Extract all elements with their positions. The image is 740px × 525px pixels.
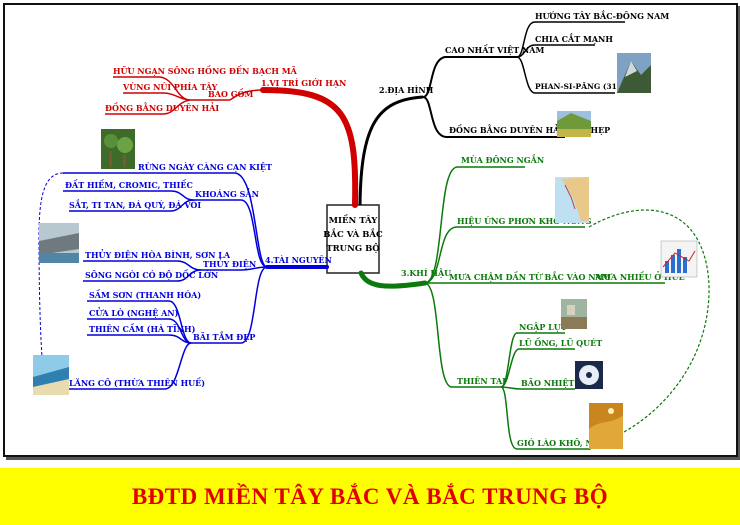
mineral-item-2[interactable]: SẮT, TI TAN, ĐÁ QUÝ, ĐÁ VÔI	[69, 200, 201, 210]
khihau-item-3[interactable]: MƯA CHẬM DẦN TỪ BẮC VÀO NAM	[449, 272, 611, 282]
vitri-item-3[interactable]: ĐỒNG BẰNG DUYÊN HẢI	[105, 103, 219, 113]
tainguyen-thuydien[interactable]: THỦY ĐIỆN	[203, 259, 256, 269]
branch-khihau-label[interactable]: 3.KHÍ HẬU	[401, 268, 451, 278]
desert-photo-icon	[589, 403, 623, 449]
khihau-item-2[interactable]: HIỆU ỨNG PHƠN KHÔ NÓNG	[457, 216, 592, 226]
khihau-rain-hue[interactable]: MƯA NHIỀU Ở HUẾ	[595, 272, 685, 282]
mindmap-canvas: MIỀN TÂY BẮC VÀ BẮC TRUNG BỘ 1.VỊ TRÍ GI…	[33, 11, 710, 450]
beach-photo-icon	[33, 355, 69, 395]
branch-vitri-label[interactable]: 1.VỊ TRÍ GIỚI HẠN	[261, 78, 346, 88]
hydro-item-2[interactable]: SÔNG NGÒI CÓ ĐỘ DỐC LỚN	[85, 270, 218, 280]
branch-khihau: 3.KHÍ HẬU MÙA ĐÔNG NGẮN HIỆU ỨNG PHƠN KH…	[358, 155, 710, 450]
center-line-1: MIỀN TÂY	[329, 213, 379, 226]
rain-chart-photo-icon	[660, 240, 698, 278]
center-line-3: TRUNG BỘ	[326, 242, 380, 254]
vitri-item-2[interactable]: VÙNG NÚI PHÍA TÂY	[122, 82, 218, 92]
vitri-sub-label[interactable]: BAO GỒM	[208, 89, 254, 99]
dam-photo-icon	[39, 223, 79, 263]
forest-photo-icon	[101, 129, 135, 169]
storm-photo-icon	[575, 361, 603, 389]
page-title: BĐTD MIỀN TÂY BẮC VÀ BẮC TRUNG BỘ	[131, 483, 609, 509]
diahinh-sub-label[interactable]: CAO NHẤT VIỆT NAM	[445, 45, 544, 55]
diahinh-plain[interactable]: ĐỒNG BẰNG DUYÊN HẢI NHỎ HẸP	[449, 125, 610, 135]
hydro-item-1[interactable]: THỦY ĐIỆN HÒA BÌNH, SƠN LA	[85, 250, 231, 260]
flood-photo-icon	[561, 299, 587, 329]
disaster-item-3[interactable]: BÃO NHIỆT ĐỚI	[521, 378, 595, 388]
beach-item-1[interactable]: SẦM SƠN (THANH HÓA)	[89, 290, 201, 300]
mountain-photo-icon	[617, 53, 651, 93]
branch-vitri: 1.VỊ TRÍ GIỚI HẠN BAO GỒM HỮU NGẠN SÔNG …	[105, 66, 359, 208]
tainguyen-khoangsan[interactable]: KHOÁNG SẢN	[195, 189, 259, 199]
diahinh-item-1[interactable]: HƯỚNG TÂY BẮC-ĐÔNG NAM	[535, 11, 669, 21]
diahinh-item-2[interactable]: CHIA CẮT MẠNH	[535, 34, 613, 44]
title-banner: BĐTD MIỀN TÂY BẮC VÀ BẮC TRUNG BỘ	[0, 468, 740, 525]
field-photo-icon	[557, 111, 591, 137]
disaster-item-4[interactable]: GIÓ LÀO KHÔ, NÓNG	[517, 438, 614, 448]
branch-tainguyen: 4.TÀI NGUYÊN RỪNG NGÀY CÀNG CẠN KIỆT KHO…	[33, 129, 332, 396]
branch-diahinh-label[interactable]: 2.ĐỊA HÌNH	[379, 85, 434, 95]
diahinh-item-3[interactable]: PHAN-SI-PĂNG (3143 M)	[535, 82, 642, 91]
map-photo-icon	[555, 177, 589, 223]
branch-tainguyen-label[interactable]: 4.TÀI NGUYÊN	[265, 255, 332, 265]
center-node[interactable]: MIỀN TÂY BẮC VÀ BẮC TRUNG BỘ	[323, 204, 383, 274]
disaster-item-1[interactable]: NGẬP LỤT	[519, 322, 567, 332]
mineral-item-1[interactable]: ĐẤT HIẾM, CROMIC, THIẾC	[65, 180, 193, 190]
vitri-item-1[interactable]: HỮU NGẠN SÔNG HỒNG ĐẾN BẠCH MÃ	[113, 66, 298, 76]
tainguyen-forest[interactable]: RỪNG NGÀY CÀNG CẠN KIỆT	[138, 162, 272, 172]
tainguyen-baitam[interactable]: BÃI TẮM ĐẸP	[193, 332, 255, 342]
beach-item-4[interactable]: LĂNG CÔ (THỪA THIÊN HUẾ)	[69, 378, 205, 388]
khihau-item-1[interactable]: MÙA ĐÔNG NGẮN	[461, 155, 544, 165]
beach-item-2[interactable]: CỬA LÒ (NGHỆ AN)	[89, 308, 179, 318]
center-line-2: BẮC VÀ BẮC	[323, 227, 383, 240]
branch-diahinh: 2.ĐỊA HÌNH CAO NHẤT VIỆT NAM HƯỚNG TÂY B…	[358, 11, 669, 206]
disaster-item-2[interactable]: LŨ ỐNG, LŨ QUÉT	[519, 338, 602, 348]
mindmap-frame: MIỀN TÂY BẮC VÀ BẮC TRUNG BỘ 1.VỊ TRÍ GI…	[3, 3, 738, 457]
beach-item-3[interactable]: THIÊN CẦM (HÀ TĨNH)	[89, 324, 196, 334]
khihau-thientai[interactable]: THIÊN TAI	[457, 376, 506, 386]
